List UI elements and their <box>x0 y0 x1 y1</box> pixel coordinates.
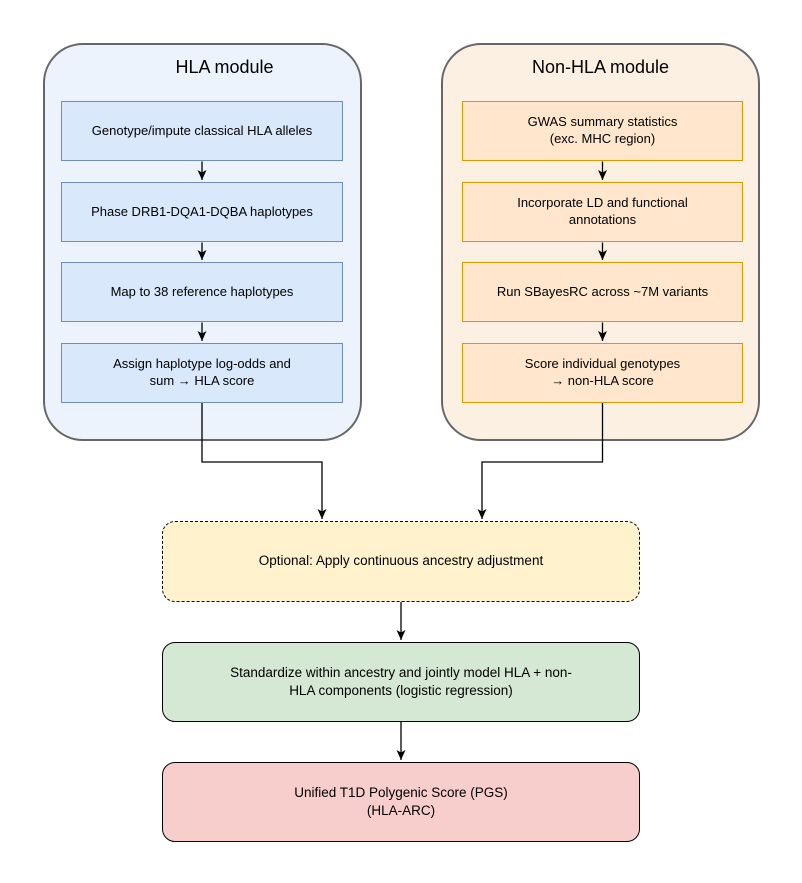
hla-step-phase-haplotypes-box: Phase DRB1-DQA1-DQBA haplotypes <box>61 182 343 242</box>
nonhla-step-ld-annotations-box: Incorporate LD and functional annotation… <box>462 182 743 242</box>
optional-ancestry-adjustment-box: Optional: Apply continuous ancestry adju… <box>162 521 640 602</box>
unified-pgs-box: Unified T1D Polygenic Score (PGS) (HLA-A… <box>162 762 640 842</box>
hla-module-title: HLA module <box>175 57 274 77</box>
hla-step-genotype-impute-box: Genotype/impute classical HLA alleles <box>61 101 343 161</box>
nonhla-step-gwas-sumstats-box: GWAS summary statistics (exc. MHC region… <box>462 101 743 161</box>
nonhla-step-sbayesrc-box: Run SBayesRC across ~7M variants <box>462 262 743 322</box>
hla-step-assign-logodds-box: Assign haplotype log-odds and sum → HLA … <box>61 343 343 403</box>
nonhla-step-score-genotypes-box: Score individual genotypes → non-HLA sco… <box>462 343 743 403</box>
non-hla-module-title: Non-HLA module <box>531 57 670 77</box>
standardize-joint-model-box: Standardize within ancestry and jointly … <box>162 642 640 722</box>
hla-step-map-reference-box: Map to 38 reference haplotypes <box>61 262 343 322</box>
